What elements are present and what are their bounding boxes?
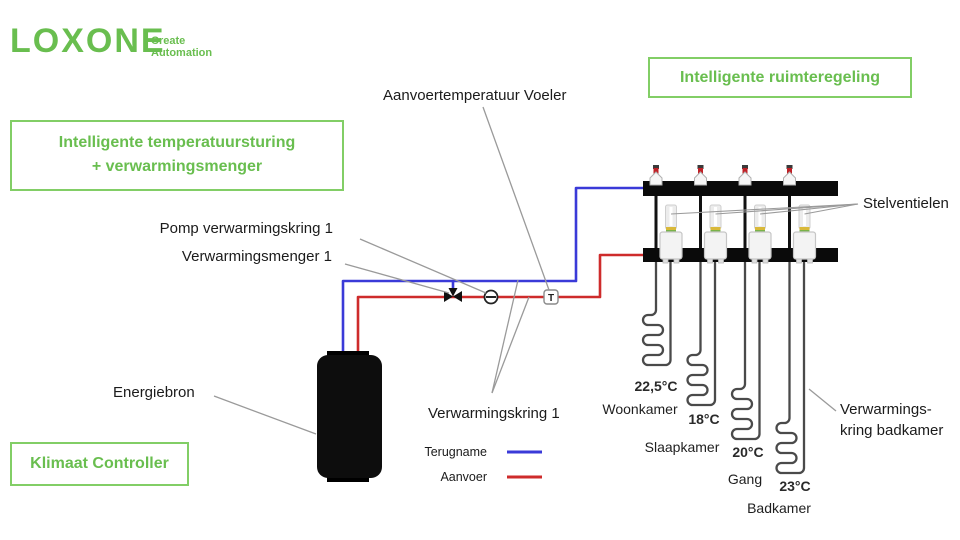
actuator-glass-highlight-2 xyxy=(714,207,717,226)
brand-tagline-line1: Create xyxy=(151,35,186,47)
mixing-valve-icon xyxy=(444,288,462,302)
pipe-terugname-blue xyxy=(341,186,643,354)
temp-badkamer: 23°C xyxy=(779,478,811,494)
top-valve-cap-2 xyxy=(697,165,704,169)
callout-temperatuursturing-line2: + verwarmingsmenger xyxy=(91,158,263,175)
pipe-aanvoer-red xyxy=(356,253,643,354)
top-valve-cap-3 xyxy=(742,165,748,169)
actuator-band-yellow-2 xyxy=(710,227,721,230)
pointer-stelventiel-2 xyxy=(715,203,859,215)
manifold-bottom-bar xyxy=(643,248,838,262)
temp-slaapkamer: 18°C xyxy=(688,411,720,427)
label-verwarmingskring: Verwarmingskring 1 xyxy=(428,405,560,422)
pointer-kring-badkamer xyxy=(808,388,837,412)
room-slaapkamer: Slaapkamer xyxy=(644,439,720,455)
heating-coil-circuit-2 xyxy=(686,262,717,407)
label-energiebron: Energiebron xyxy=(113,384,195,401)
callout-ruimteregeling: Intelligente ruimteregeling xyxy=(648,57,912,98)
energiebron-tank xyxy=(317,351,382,482)
actuator-glass-highlight-4 xyxy=(803,207,806,226)
label-pomp: Pomp verwarmingskring 1 xyxy=(159,220,333,237)
pointer-aanvoer-voeler xyxy=(482,106,550,291)
actuator-band-yellow-3 xyxy=(755,227,765,230)
loxone-logo: LOXONE xyxy=(10,22,166,60)
temp-gang: 20°C xyxy=(732,444,764,460)
actuator-body-2 xyxy=(703,231,728,260)
valve-triangle-left xyxy=(444,291,453,302)
brand-tagline-line2: Automation xyxy=(151,47,213,59)
callout-klimaat-controller: Klimaat Controller xyxy=(10,442,189,486)
brand-tagline: Create Automation xyxy=(151,35,212,59)
label-kring-badkamer-line2: kring badkamer xyxy=(840,422,944,439)
pointer-lines xyxy=(213,106,837,435)
actuator-body-1 xyxy=(659,231,683,260)
actuator-band-yellow-4 xyxy=(799,227,810,230)
heating-coil-circuit-3 xyxy=(730,262,761,441)
pointer-kring-blue xyxy=(491,279,519,394)
room-woonkamer: Woonkamer xyxy=(602,401,678,417)
room-badkamer: Badkamer xyxy=(747,500,811,516)
top-valve-cap-4 xyxy=(786,165,793,169)
sensor-letter: T xyxy=(548,293,554,304)
callout-temperatuursturing-line1: Intelligente temperatuursturing xyxy=(58,134,296,151)
pump-icon xyxy=(483,289,499,305)
actuator-body-4 xyxy=(792,231,817,260)
valve-triangle-right xyxy=(453,291,462,302)
top-valve-body-4 xyxy=(783,171,796,186)
pointer-stelventiel-3 xyxy=(759,203,859,215)
actuator-body-3 xyxy=(748,231,772,260)
heating-coil-circuit-1 xyxy=(641,262,672,367)
actuator-band-yellow-1 xyxy=(666,227,676,230)
tank-top-lip xyxy=(327,351,369,356)
temp-woonkamer: 22,5°C xyxy=(634,378,678,394)
actuator-glass-highlight-3 xyxy=(758,207,762,226)
heating-coil-circuit-4 xyxy=(775,262,806,475)
legend-label-aanvoer: Aanvoer xyxy=(440,470,487,484)
label-kring-badkamer: Verwarmings- kring badkamer xyxy=(840,399,943,441)
pointer-pomp xyxy=(359,238,487,294)
top-valve-body-3 xyxy=(738,171,752,186)
top-valve-body-1 xyxy=(649,171,663,186)
valve-triangle-top xyxy=(448,288,458,297)
actuator-glass-highlight-1 xyxy=(669,207,673,226)
top-valve-body-2 xyxy=(694,171,707,186)
legend-label-terugname: Terugname xyxy=(424,445,487,459)
tank-bottom-lip xyxy=(327,477,369,482)
top-valve-cap-1 xyxy=(653,165,659,169)
room-gang: Gang xyxy=(727,471,763,487)
tank-body xyxy=(317,355,382,478)
label-aanvoertemperatuur-voeler: Aanvoertemperatuur Voeler xyxy=(383,87,567,104)
label-verwarmingsmenger: Verwarmingsmenger 1 xyxy=(181,248,332,265)
callout-temperatuursturing: Intelligente temperatuursturing + verwar… xyxy=(10,120,344,191)
label-kring-badkamer-line1: Verwarmings- xyxy=(840,401,932,418)
label-stelventielen: Stelventielen xyxy=(863,195,949,212)
temperature-sensor-icon: T xyxy=(543,289,559,305)
pointer-kring-red xyxy=(491,296,530,394)
pointer-stelventiel-4 xyxy=(804,203,859,215)
pointer-menger xyxy=(344,263,450,294)
pointer-energiebron xyxy=(213,395,317,435)
